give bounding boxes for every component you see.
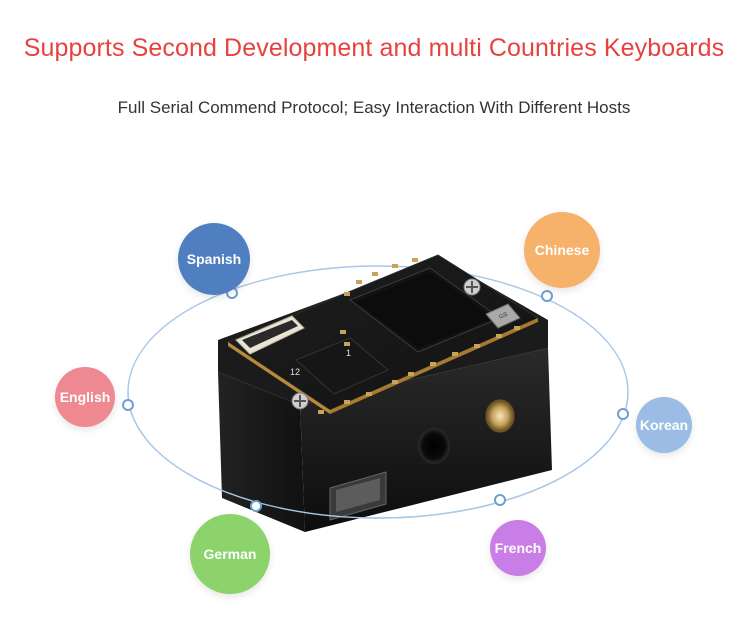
housing-side xyxy=(218,372,305,532)
page-title: Supports Second Development and multi Co… xyxy=(23,34,725,62)
language-label-spanish: Spanish xyxy=(186,251,242,267)
language-label-korean: Korean xyxy=(639,417,689,433)
language-label-french: French xyxy=(494,540,542,556)
orbit-node-chinese xyxy=(541,290,553,302)
scanner-module: GS xyxy=(218,254,552,532)
orbit-node-korean xyxy=(617,408,629,420)
language-bubble-chinese: Chinese xyxy=(524,212,600,288)
aimer-lens xyxy=(485,399,515,433)
language-bubble-korean: Korean xyxy=(636,397,692,453)
orbit-node-german xyxy=(250,500,262,512)
language-bubble-german: German xyxy=(190,514,270,594)
language-label-german: German xyxy=(203,546,257,562)
page-subtitle: Full Serial Commend Protocol; Easy Inter… xyxy=(117,98,631,117)
flash-memory-chip xyxy=(295,337,389,395)
language-bubble-spanish: Spanish xyxy=(178,223,250,295)
chip-marking: GS xyxy=(498,312,508,321)
orbit-node-french xyxy=(494,494,506,506)
screw-bottom-left xyxy=(291,392,309,410)
orbit-node-english xyxy=(122,399,134,411)
crystal-component xyxy=(485,303,521,329)
silkscreen-pin-1: 1 xyxy=(346,348,351,358)
language-label-english: English xyxy=(59,389,111,405)
silkscreen-pin-12: 12 xyxy=(290,367,300,377)
language-label-chinese: Chinese xyxy=(534,242,590,258)
illumination-aperture xyxy=(418,428,450,464)
language-bubble-french: French xyxy=(490,520,546,576)
language-bubble-english: English xyxy=(55,367,115,427)
screw-top-right xyxy=(463,278,481,296)
